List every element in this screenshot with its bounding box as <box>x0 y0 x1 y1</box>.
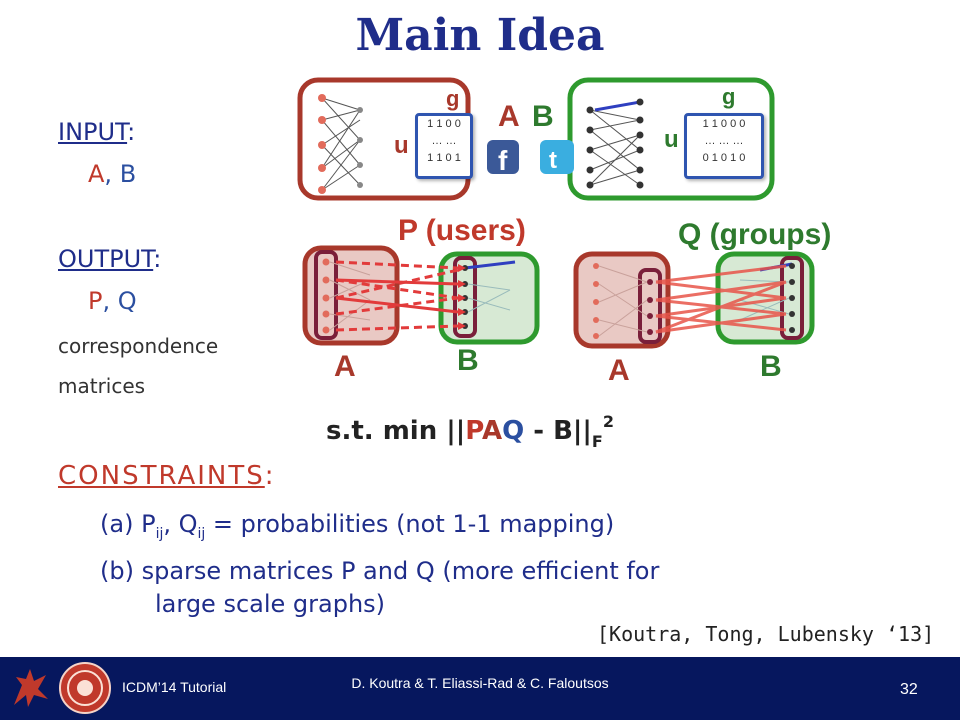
constraint-b-marker: (b) <box>100 557 134 585</box>
output-heading: OUTPUT <box>58 245 154 273</box>
slide-title: Main Idea <box>355 10 605 61</box>
formula-q: Q <box>502 416 525 446</box>
output-colon: : <box>153 245 162 273</box>
input-values: A, B <box>88 160 136 188</box>
university-seal-icon <box>59 662 111 714</box>
constraint-b-line2: large scale graphs) <box>155 590 386 618</box>
constraint-a-mid: , Q <box>163 510 198 538</box>
top-label-b: B <box>532 100 554 133</box>
constraints-section: CONSTRAINTS: <box>58 461 274 491</box>
constraint-a-marker: (a) <box>100 510 134 538</box>
left-matrix-row-1: 1 1 0 0 <box>427 118 461 130</box>
graph-b-edges <box>589 109 641 186</box>
left-matrix-row-label: u <box>394 132 409 159</box>
input-heading: INPUT <box>58 118 128 146</box>
constraint-a-rest: = probabilities (not 1-1 mapping) <box>205 510 615 538</box>
output-p: P <box>88 287 103 315</box>
p-graph-a-nodes <box>322 258 330 334</box>
constraints-colon: : <box>264 461 274 491</box>
p-graph-b-box <box>438 251 540 345</box>
output-values: P, Q <box>88 287 137 315</box>
p-mapping-arrows <box>335 260 459 332</box>
q-graph-a-group-nodes <box>647 279 653 335</box>
constraint-b-line1: sparse matrices P and Q (more efficient … <box>141 557 660 585</box>
left-matrix-row-2: … … <box>431 135 457 147</box>
q-label-a: A <box>608 354 630 387</box>
p-graph-b-highlight-edge <box>464 260 516 270</box>
constraint-a-q-sub: ij <box>197 526 206 542</box>
q-graph-a-nodes <box>593 263 599 339</box>
right-matrix-row-2: … … … <box>704 135 744 147</box>
q-graph-a-edges <box>598 265 648 337</box>
footer-event: ICDM’14 Tutorial <box>122 679 227 695</box>
svg-text:f: f <box>498 145 508 176</box>
graph-a-group-nodes <box>357 107 363 188</box>
formula-sup: 2 <box>602 412 614 431</box>
constraint-a: (a) Pij, Qij = probabilities (not 1-1 ma… <box>100 510 614 542</box>
left-matrix-row-3: 1 1 0 1 <box>427 152 461 164</box>
top-graph-diagram: f t <box>297 77 775 201</box>
p-graph-b-edges <box>467 283 511 313</box>
input-colon: : <box>127 118 136 146</box>
formula-prefix: s.t. min || <box>326 416 466 446</box>
right-matrix-row-3: 0 1 0 1 0 <box>702 152 746 164</box>
constraint-a-p-sub: ij <box>155 526 164 542</box>
citation: [Koutra, Tong, Lubensky ‘13] <box>597 622 935 646</box>
formula-p: P <box>465 416 482 446</box>
q-graph-b-nodes <box>789 263 795 333</box>
output-desc-line1: correspondence <box>58 334 219 358</box>
output-desc-line2: matrices <box>58 374 146 398</box>
output-q: Q <box>117 287 137 315</box>
graph-b-nodes <box>586 98 644 189</box>
page-number: 32 <box>900 681 918 698</box>
q-groups-label: Q (groups) <box>678 218 832 251</box>
right-matrix-row-label: u <box>664 126 679 153</box>
left-adjacency-matrix: 1 1 0 0 … … 1 1 0 1 <box>415 113 473 179</box>
p-users-label: P (users) <box>398 214 526 247</box>
p-label-a: A <box>334 350 356 383</box>
p-label-b: B <box>457 344 479 377</box>
objective-formula: s.t. min ||PAQ - B||F2 <box>326 412 614 451</box>
graph-a-nodes <box>318 94 326 194</box>
input-a: A <box>88 160 105 188</box>
right-matrix-col-label: g <box>722 84 736 109</box>
q-graph-a-box <box>573 251 671 349</box>
footer-bar: ICDM’14 Tutorial D. Koutra & T. Eliassi-… <box>0 657 960 720</box>
input-comma: , <box>104 160 113 188</box>
left-matrix-col-label: g <box>446 86 460 111</box>
formula-suffix: - B|| <box>524 416 592 446</box>
graph-a-edges <box>321 97 361 191</box>
input-b: B <box>119 160 137 188</box>
constraint-a-p: P <box>141 510 156 538</box>
output-comma: , <box>102 287 111 315</box>
formula-sub: F <box>591 432 603 451</box>
constraint-b: (b) sparse matrices P and Q (more effici… <box>100 557 659 585</box>
dragon-logo-icon <box>14 669 48 707</box>
q-label-b: B <box>760 350 782 383</box>
input-section: INPUT: <box>58 118 135 146</box>
top-label-a: A <box>498 100 520 133</box>
q-group-selector-a <box>638 268 662 344</box>
formula-a: A <box>481 416 503 446</box>
twitter-icon: t <box>540 140 574 174</box>
graph-b-highlight-edge <box>594 100 641 112</box>
facebook-icon: f <box>487 140 519 176</box>
constraints-heading: CONSTRAINTS <box>58 461 265 491</box>
right-adjacency-matrix: 1 1 0 0 0 … … … 0 1 0 1 0 <box>684 113 764 179</box>
footer-authors: D. Koutra & T. Eliassi-Rad & C. Faloutso… <box>351 675 609 691</box>
svg-text:t: t <box>549 147 557 174</box>
right-matrix-row-1: 1 1 0 0 0 <box>702 118 746 130</box>
p-arrowheads <box>458 264 466 330</box>
correspondence-diagram <box>302 245 815 349</box>
q-mapping-arrows <box>655 264 787 334</box>
output-section: OUTPUT: <box>58 245 161 273</box>
